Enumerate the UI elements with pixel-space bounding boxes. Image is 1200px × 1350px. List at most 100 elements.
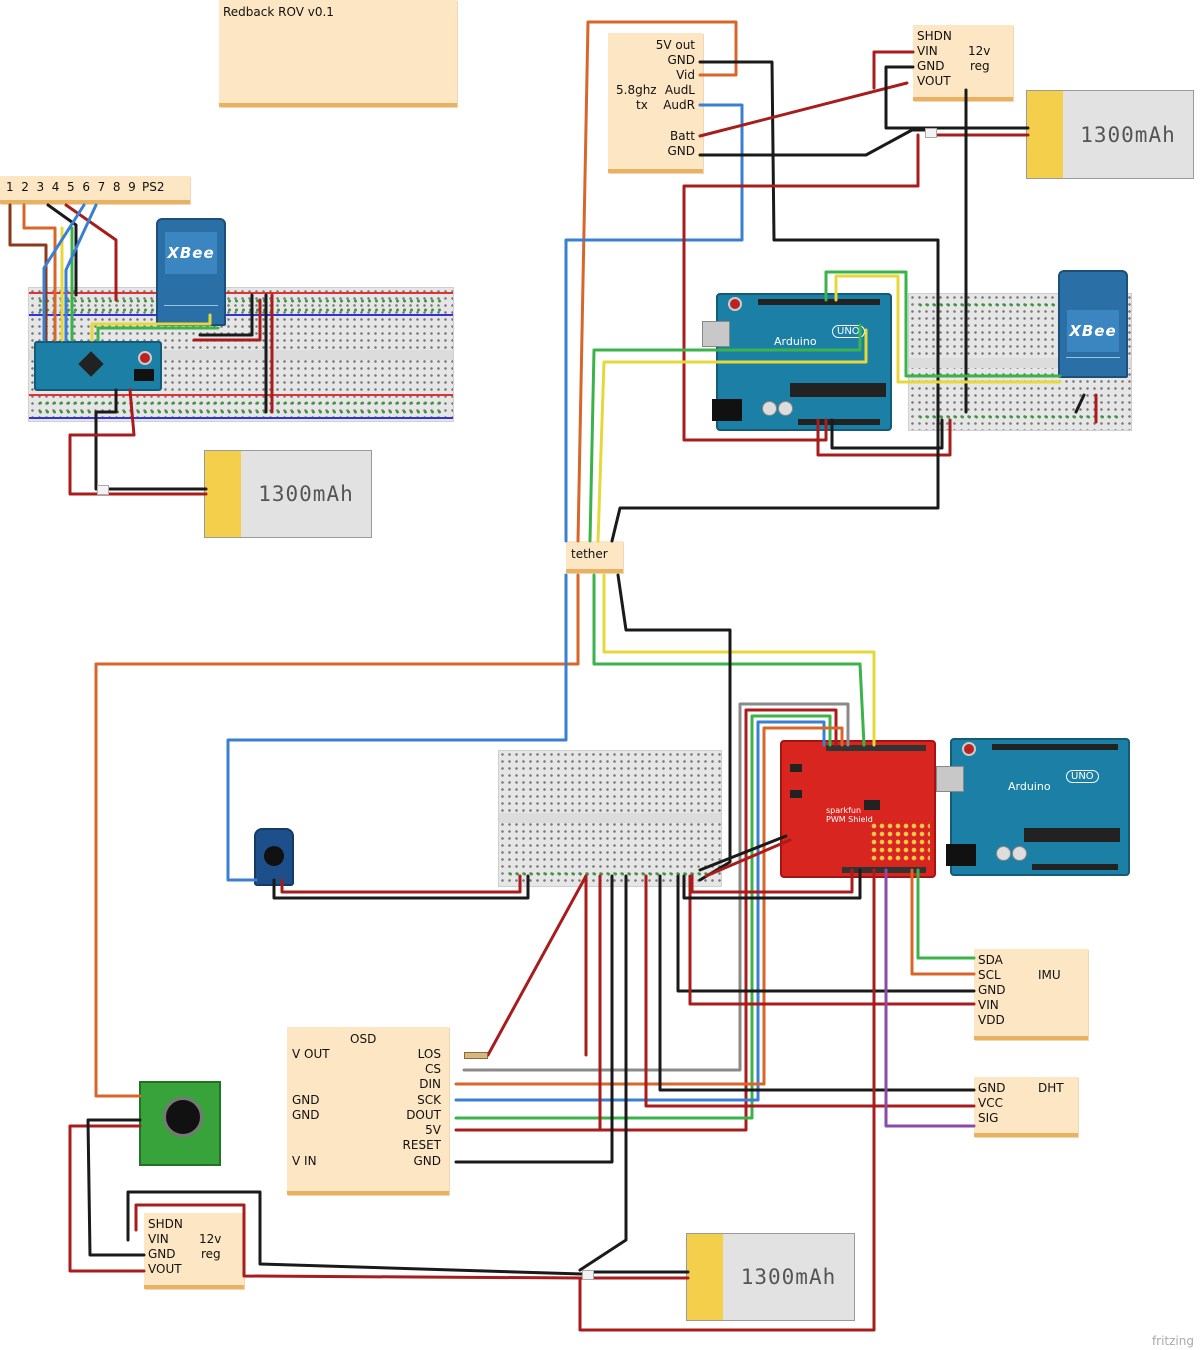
battery-bottom: 1300mAh bbox=[686, 1233, 855, 1321]
battery-top-right-label: 1300mAh bbox=[1080, 122, 1176, 147]
vtx-5-8ghz: 5.8ghz bbox=[616, 83, 657, 97]
wire-imu-sda-green bbox=[916, 868, 976, 960]
battery-bottom-cap bbox=[687, 1234, 723, 1320]
uno-top-logo: Arduino bbox=[774, 335, 817, 348]
reg-bottom-vin: VIN bbox=[148, 1232, 169, 1246]
regulator-bottom-note: SHDN VIN GND VOUT 12v reg bbox=[144, 1213, 244, 1289]
uno-top-reset-button bbox=[728, 297, 742, 311]
uno-bottom-usb-port bbox=[936, 766, 964, 792]
microphone-module bbox=[254, 828, 294, 886]
battery-top-right: 1300mAh bbox=[1026, 90, 1194, 179]
micro-chip bbox=[78, 351, 104, 377]
wire-cam-black bbox=[86, 1118, 146, 1257]
wire-bb-red-dht bbox=[644, 874, 976, 1108]
wire-mic-black bbox=[272, 874, 530, 900]
wire-bb-black-osd bbox=[454, 874, 614, 1164]
uno-top-mcu-chip bbox=[790, 383, 886, 397]
vtx-gnd: GND bbox=[667, 53, 695, 67]
arduino-uno-bottom: Arduino UNO bbox=[936, 738, 1130, 876]
dht-title: DHT bbox=[1038, 1081, 1064, 1095]
osd-dout: DOUT bbox=[406, 1108, 441, 1122]
wire-imu-scl-orange bbox=[910, 868, 976, 976]
ps2-label: PS2 bbox=[142, 180, 165, 194]
wire-bb-red-res bbox=[486, 874, 588, 1057]
xbee-right-label: XBee bbox=[1067, 310, 1119, 352]
reg-bottom-12v: 12v bbox=[199, 1232, 222, 1246]
uno-bottom-capacitor-2 bbox=[1012, 846, 1027, 861]
shield-brand: sparkfun bbox=[826, 806, 862, 815]
camera-lens bbox=[163, 1097, 203, 1137]
dht-gnd: GND bbox=[978, 1081, 1006, 1095]
osd-los: LOS bbox=[417, 1047, 441, 1061]
dht-sig: SIG bbox=[978, 1111, 999, 1125]
imu-vdd: VDD bbox=[978, 1013, 1005, 1027]
dht-note: GND VCC SIG DHT bbox=[974, 1077, 1078, 1137]
micro-icsp-header bbox=[134, 369, 154, 381]
fritzing-watermark: fritzing bbox=[1151, 1334, 1194, 1348]
battery-left-connector bbox=[97, 485, 109, 495]
tether-label: tether bbox=[571, 547, 608, 561]
battery-bottom-label: 1300mAh bbox=[740, 1265, 837, 1289]
osd-vin: V IN bbox=[292, 1154, 317, 1168]
uno-bottom-reset-button bbox=[962, 742, 976, 756]
shield-name: PWM Shield bbox=[826, 815, 873, 824]
uno-bottom-model: UNO bbox=[1066, 770, 1099, 783]
wire-reg-top-vin-red bbox=[872, 50, 915, 90]
video-tx-note: 5V out GND Vid 5.8ghz AudL tx AudR Batt … bbox=[608, 33, 703, 173]
uno-bottom-power-jack bbox=[946, 844, 976, 866]
vtx-gnd-2: GND bbox=[667, 144, 695, 158]
shield-pwm-header bbox=[870, 822, 930, 862]
breadboard-bottom bbox=[498, 750, 722, 887]
osd-vout: V OUT bbox=[292, 1047, 330, 1061]
wire-bb-red-imu bbox=[688, 874, 976, 1006]
vtx-audr: AudR bbox=[663, 98, 695, 112]
vtx-5v-out: 5V out bbox=[655, 38, 695, 52]
shield-chip bbox=[864, 800, 880, 810]
reg-top-reg: reg bbox=[970, 59, 990, 73]
xbee-right-pins bbox=[1066, 357, 1120, 372]
uno-top-capacitor-2 bbox=[778, 401, 793, 416]
reg-bottom-reg: reg bbox=[201, 1247, 221, 1261]
microphone-element bbox=[264, 846, 284, 866]
imu-title: IMU bbox=[1038, 968, 1061, 982]
uno-bottom-capacitor-1 bbox=[996, 846, 1011, 861]
xbee-left: XBee bbox=[156, 218, 226, 326]
micro-reset-button bbox=[138, 351, 152, 365]
wire-tether-yellow-down bbox=[602, 573, 876, 747]
reg-top-12v: 12v bbox=[968, 44, 991, 58]
shield-component-1 bbox=[790, 764, 802, 772]
osd-5v: 5V bbox=[425, 1123, 441, 1137]
pwm-shield: sparkfun PWM Shield bbox=[780, 740, 936, 878]
osd-sck: SCK bbox=[417, 1093, 441, 1107]
osd-gnd-left-2: GND bbox=[292, 1108, 320, 1122]
wire-cam-red bbox=[68, 1124, 146, 1273]
battery-left: 1300mAh bbox=[204, 450, 372, 538]
imu-vin: VIN bbox=[978, 998, 999, 1012]
vtx-batt: Batt bbox=[670, 129, 695, 143]
ps2-pins: 1 2 3 4 5 6 7 8 9 bbox=[6, 180, 136, 194]
wire-vtx-batt-red bbox=[698, 81, 909, 138]
wire-bb-black-batt bbox=[578, 874, 628, 1272]
reg-bottom-gnd: GND bbox=[148, 1247, 176, 1261]
vtx-tx: tx bbox=[636, 98, 648, 112]
shield-component-2 bbox=[790, 790, 802, 798]
xbee-left-label: XBee bbox=[165, 232, 217, 274]
dht-vcc: VCC bbox=[978, 1096, 1003, 1110]
imu-gnd: GND bbox=[978, 983, 1006, 997]
reg-top-gnd: GND bbox=[917, 59, 945, 73]
uno-top-capacitor-1 bbox=[762, 401, 777, 416]
imu-scl: SCL bbox=[978, 968, 1001, 982]
reg-top-vout: VOUT bbox=[917, 74, 951, 88]
osd-note: OSD V OUT GND GND V IN LOS CS DIN SCK DO… bbox=[287, 1027, 449, 1195]
wire-bb-black-imu bbox=[676, 874, 976, 993]
tether-note: tether bbox=[566, 541, 623, 573]
reg-top-vin: VIN bbox=[917, 44, 938, 58]
osd-gnd-left-1: GND bbox=[292, 1093, 320, 1107]
uno-top-usb-port bbox=[702, 321, 730, 347]
imu-note: SDA SCL GND VIN VDD IMU bbox=[974, 949, 1088, 1040]
title-text: Redback ROV v0.1 bbox=[223, 5, 334, 19]
uno-top-power-jack bbox=[712, 399, 742, 421]
arduino-micro bbox=[34, 341, 162, 391]
wire-tether-black bbox=[610, 418, 940, 543]
imu-sda: SDA bbox=[978, 953, 1003, 967]
